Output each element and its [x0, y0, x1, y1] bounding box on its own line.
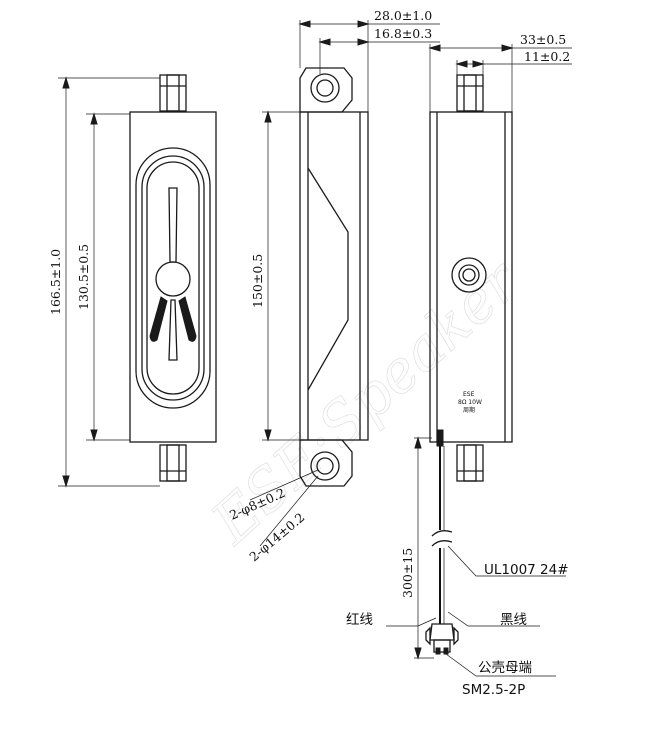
front-view — [58, 74, 217, 488]
top-width-dimension: 33±0.5 — [520, 32, 566, 47]
inner-length-dimension: 130.5±0.5 — [76, 244, 91, 310]
nameplate-date: 周期 — [463, 406, 475, 414]
wire-length-dimension: 300±15 — [400, 548, 415, 598]
connector-model-label: SM2.5-2P — [462, 682, 525, 698]
nameplate-brand: ESE — [463, 391, 475, 398]
wire-assembly — [386, 429, 566, 677]
tab-width-dimension: 11±0.2 — [524, 49, 570, 64]
back-view — [428, 44, 572, 482]
connector-name-label: 公壳母端 — [478, 660, 532, 676]
overall-length-dimension: 166.5±1.0 — [48, 249, 63, 315]
body-width-dimension: 16.8±0.3 — [374, 26, 432, 41]
side-length-dimension: 150±0.5 — [250, 254, 265, 308]
black-wire-label: 黑线 — [500, 612, 527, 628]
wire-spec-label: UL1007 24# — [484, 562, 569, 578]
total-width-dimension: 28.0±1.0 — [374, 8, 432, 23]
red-wire-label: 红线 — [346, 612, 373, 628]
nameplate-spec: 8Ω 10W — [458, 399, 482, 406]
side-view — [249, 20, 440, 547]
